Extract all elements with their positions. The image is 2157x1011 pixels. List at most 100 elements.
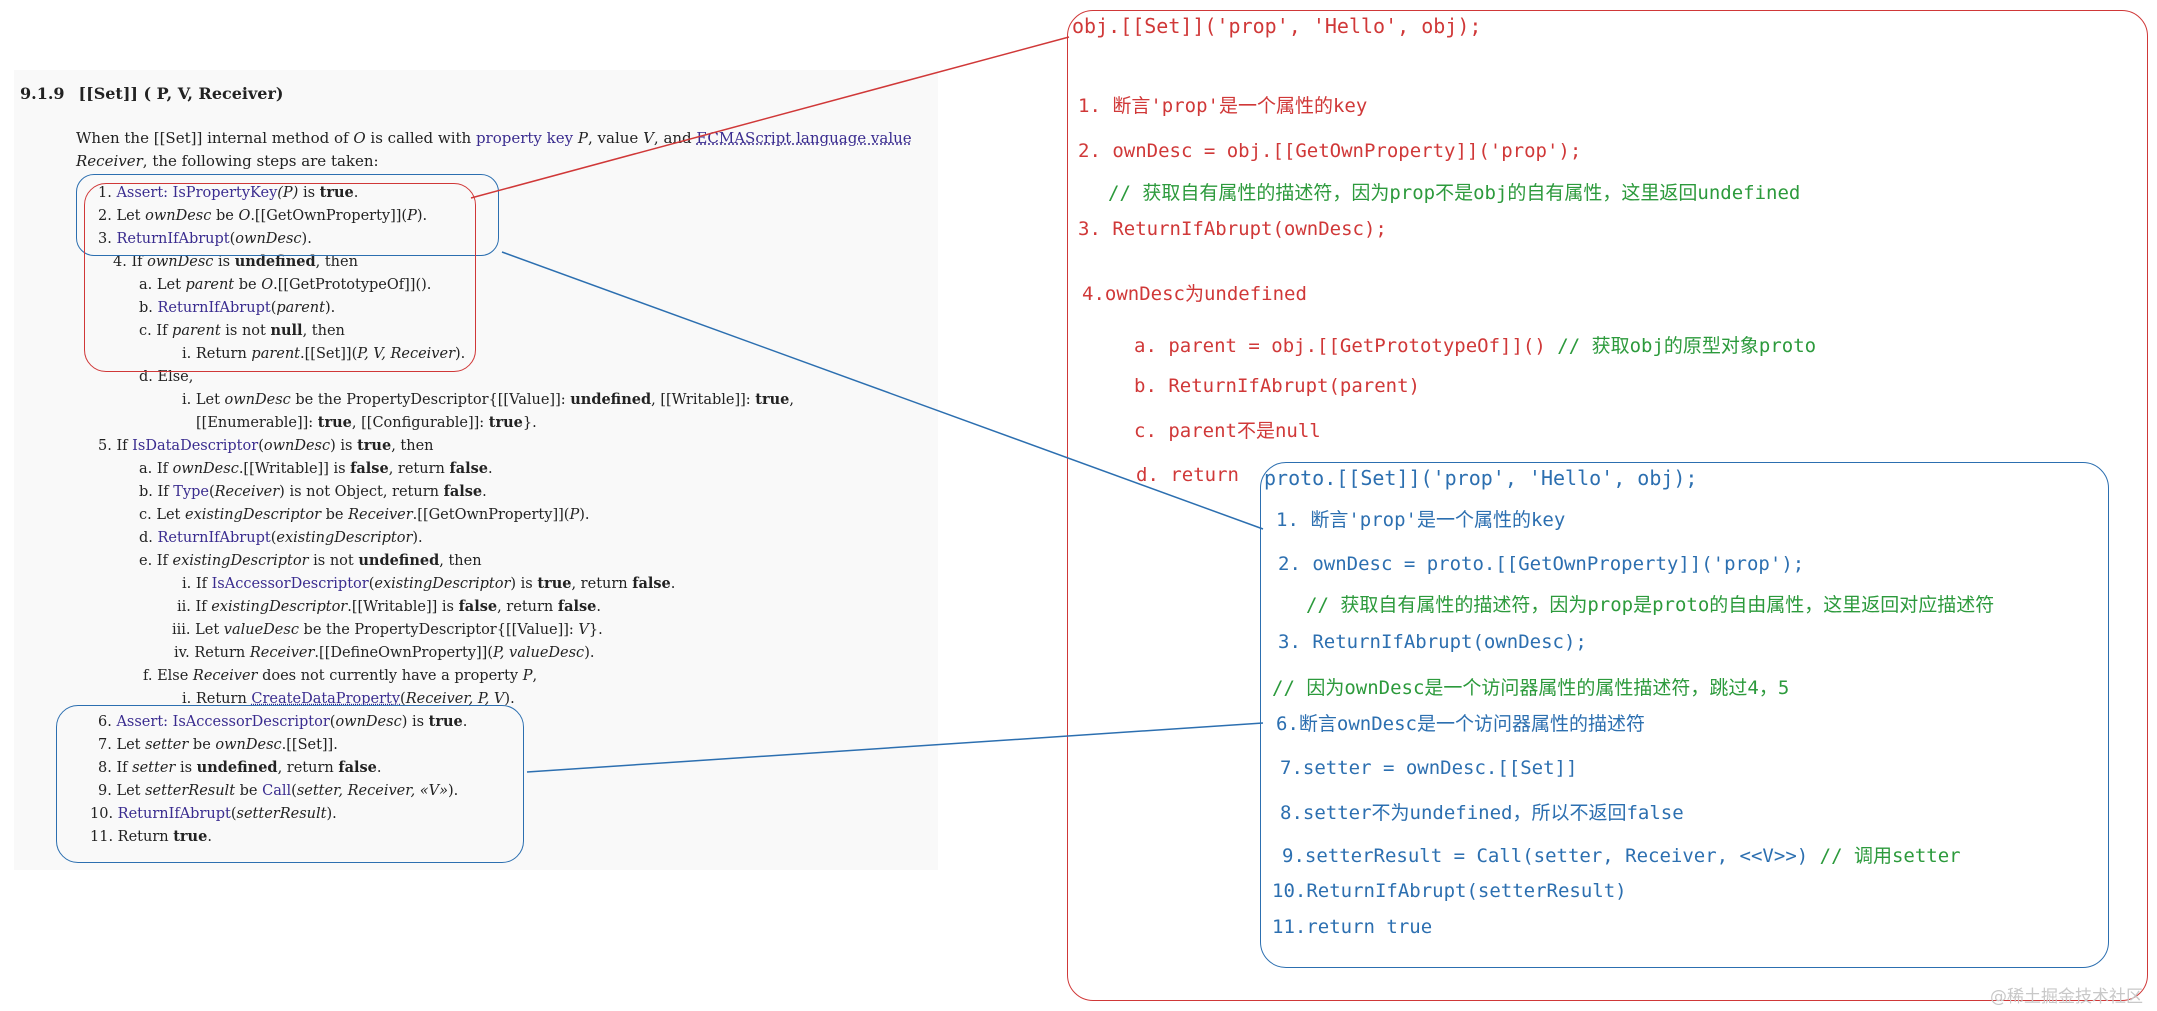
intro-var: P (577, 129, 588, 147)
step-5c: c. Let existingDescriptor be Receiver.[[… (139, 505, 589, 525)
step-text: i. Let (182, 392, 225, 408)
isdatadescriptor-link[interactable]: IsDataDescriptor (132, 438, 259, 454)
assert-link[interactable]: Assert: IsPropertyKey (116, 185, 278, 201)
type-link[interactable]: Type (173, 484, 209, 500)
step-var: ownDesc (147, 254, 214, 270)
intro-text: , and (653, 129, 697, 147)
step-text: .[[GetOwnProperty]]( (250, 208, 408, 224)
step-text: .[[Writable]] is (347, 599, 459, 615)
step-text: .[[GetOwnProperty]]( (412, 507, 570, 523)
step-var: setter (145, 737, 189, 753)
intro-var: V (643, 129, 654, 147)
step-text: ). (326, 806, 337, 822)
ecmascript-value-link[interactable]: ECMAScript language value (696, 129, 912, 147)
step-text: 10. (90, 806, 118, 822)
step-var: ownDesc (145, 208, 212, 224)
obj-step-3: 3. ReturnIfAbrupt(ownDesc); (1078, 218, 1387, 240)
step-5: 5. If IsDataDescriptor(ownDesc) is true,… (98, 436, 434, 456)
step-text: be (321, 507, 349, 523)
obj-step-4d: d. return (1136, 464, 1239, 486)
step-5e: e. If existingDescriptor is not undefine… (139, 551, 482, 571)
step-5d: d. ReturnIfAbrupt(existingDescriptor). (139, 528, 423, 548)
step-text: ). (301, 231, 312, 247)
step-var: Receiver (348, 507, 413, 523)
step-var: Receiver (249, 645, 315, 661)
step-text: ). (584, 645, 595, 661)
step-text: f. Else (143, 668, 193, 684)
step-bold: false (632, 575, 671, 592)
step-text: ( (208, 484, 215, 500)
returnifabrupt-link[interactable]: ReturnIfAbrupt (157, 530, 271, 546)
step-var: parent (276, 300, 325, 316)
step-5eiii: iii. Let valueDesc be the PropertyDescri… (172, 620, 603, 640)
step-4ci: i. Return parent.[[Set]](P, V, Receiver)… (182, 344, 465, 364)
step-text: ). (579, 507, 590, 523)
obj-step-2: 2. ownDesc = obj.[[GetOwnProperty]]('pro… (1078, 140, 1582, 162)
returnifabrupt-link[interactable]: ReturnIfAbrupt (117, 806, 231, 822)
step-text: ). (448, 783, 459, 799)
step-text: b. (139, 300, 158, 316)
intro-var: Receiver (76, 152, 143, 170)
step-text: , then (315, 254, 358, 270)
step-text: d. (139, 530, 158, 546)
step-text: . (376, 760, 382, 776)
step-1: 1. Assert: IsPropertyKey(P) is true. (98, 183, 358, 203)
step-bold: true (755, 391, 790, 408)
step-text: .[[Set]]. (281, 737, 338, 753)
step-var: parent (172, 323, 221, 339)
step-text: ( (291, 783, 297, 799)
proto-step-11: 11.return true (1272, 916, 1433, 938)
proto-step-2-comment: // 获取自有属性的描述符，因为prop是proto的自由属性，这里返回对应描述… (1306, 594, 1995, 616)
step-text: , return (277, 760, 339, 776)
obj-step-4c: c. parent不是null (1134, 420, 1321, 442)
step-text: 4. If (113, 254, 148, 270)
step-8: 8. If setter is undefined, return false. (98, 758, 381, 778)
step-text: i. Return (182, 691, 252, 707)
property-key-link[interactable]: property key (475, 129, 574, 147)
obj-step-4a-code: a. parent = obj.[[GetPrototypeOf]]() (1134, 335, 1546, 357)
proto-step-7: 7.setter = ownDesc.[[Set]] (1280, 757, 1578, 779)
step-text: ) is (401, 714, 429, 730)
step-text: 2. Let (98, 208, 146, 224)
step-var: parent (251, 346, 301, 362)
step-var: O (238, 208, 251, 224)
step-bold: null (270, 322, 303, 339)
section-heading: 9.1.9[[Set]] ( P, V, Receiver) (20, 84, 283, 103)
step-4di-cont: [[Enumerable]]: true, [[Configurable]]: … (196, 413, 537, 433)
step-4: 4. If ownDesc is undefined, then (113, 252, 358, 272)
step-text: ( (270, 300, 277, 316)
step-5eii: ii. If existingDescriptor.[[Writable]] i… (177, 597, 601, 617)
returnifabrupt-link[interactable]: ReturnIfAbrupt (157, 300, 271, 316)
step-text: [[Enumerable]]: (196, 415, 318, 431)
step-text: be the PropertyDescriptor{[[Value]]: (298, 622, 579, 638)
createdataproperty-link[interactable]: CreateDataProperty (251, 691, 401, 707)
obj-step-4: 4.ownDesc为undefined (1082, 283, 1307, 305)
step-text: be (234, 277, 262, 293)
call-link[interactable]: Call (262, 783, 292, 799)
proto-set-annotation-box (1260, 462, 2109, 968)
returnifabrupt-link[interactable]: ReturnIfAbrupt (116, 231, 230, 247)
step-text: c. If (139, 323, 173, 339)
step-var: Receiver, P, V (405, 691, 505, 707)
step-text: iv. Return (174, 645, 250, 661)
isaccessordescriptor-link[interactable]: IsAccessorDescriptor (211, 576, 369, 592)
step-4d: d. Else, (139, 369, 194, 385)
step-var: Receiver (214, 484, 280, 500)
step-bold: undefined (196, 759, 278, 776)
step-text: .[[DefineOwnProperty]]( (314, 645, 493, 661)
step-bold: false (458, 598, 498, 615)
step-9: 9. Let setterResult be Call(setter, Rece… (98, 781, 458, 801)
step-text: . (488, 461, 493, 477)
step-text: is (213, 254, 235, 270)
step-text: ). (416, 208, 428, 224)
step-var: setterResult (236, 806, 327, 822)
step-5eiv: iv. Return Receiver.[[DefineOwnProperty]… (174, 643, 594, 663)
step-text: ). (504, 691, 515, 707)
step-text: .[[Set]]( (300, 346, 358, 362)
step-text: . (482, 484, 487, 500)
step-10: 10. ReturnIfAbrupt(setterResult). (90, 804, 337, 824)
obj-step-2-comment: // 获取自有属性的描述符，因为prop不是obj的自有属性，这里返回undef… (1108, 182, 1801, 204)
step-bold: true (319, 184, 354, 201)
assert-link[interactable]: Assert: IsAccessorDescriptor (116, 714, 330, 730)
